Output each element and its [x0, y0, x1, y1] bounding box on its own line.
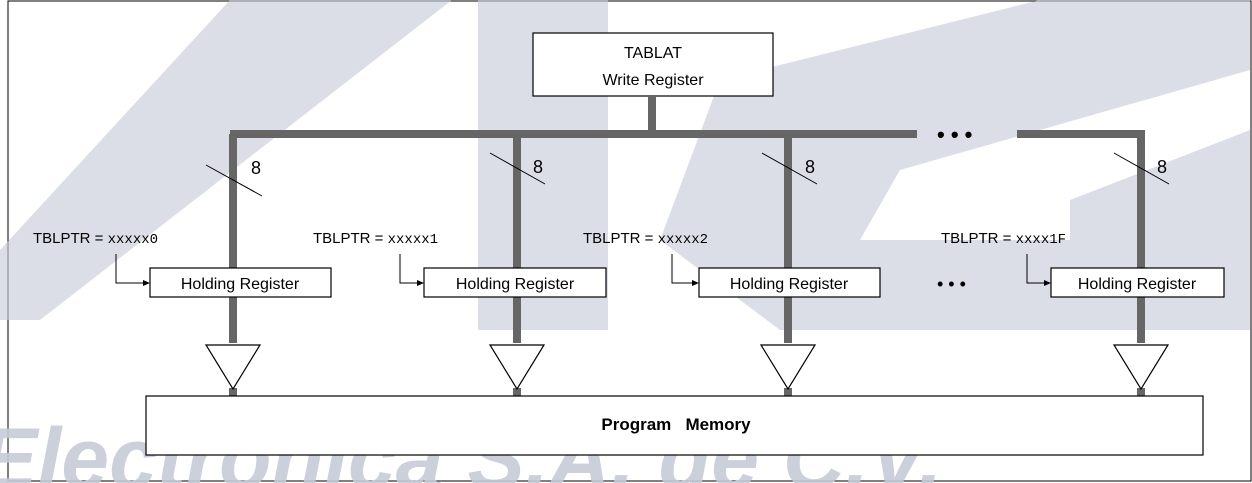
tblptr-label: TBLPTR = xxxx1F: [941, 230, 1066, 248]
write-buffers: [204, 344, 1170, 391]
holding-register: Holding Register: [149, 267, 332, 298]
holding-register-label: Holding Register: [1078, 276, 1197, 293]
bus-slash: [489, 152, 546, 185]
holding-register-label: Holding Register: [456, 276, 575, 293]
data-bus: [229, 96, 1145, 396]
holding-register: Holding Register: [1050, 267, 1225, 298]
tblptr-label: TBLPTR = xxxxx0: [33, 230, 158, 248]
holding-register: Holding Register: [698, 267, 881, 298]
bus-ellipsis: • • •: [937, 122, 972, 147]
tblptr-label: TBLPTR = xxxxx2: [583, 230, 708, 248]
bus-width-label: 8: [805, 157, 815, 177]
bus-slash: [761, 152, 818, 185]
pointer-arrowheads: [143, 280, 1051, 286]
bus-slash: [205, 164, 263, 197]
buffer-triangle: [204, 344, 262, 391]
holding-register-label: Holding Register: [181, 276, 300, 293]
bus-width-label: 8: [251, 158, 261, 178]
register-ellipsis: • • •: [937, 274, 966, 294]
tablat-write-register: TABLAT Write Register: [532, 32, 774, 97]
bus-width-label: 8: [533, 157, 543, 177]
buffer-triangle: [1112, 344, 1170, 391]
holding-register: Holding Register: [423, 267, 607, 298]
bus-width-label: 8: [1157, 157, 1167, 177]
buffer-triangle: [488, 344, 546, 391]
bus-width-slashes: [205, 152, 1170, 197]
tablat-sub-label: Write Register: [602, 72, 704, 89]
tablat-label: TABLAT: [624, 45, 682, 62]
pointer-arrows: [115, 254, 1047, 284]
bus-slash: [1113, 152, 1170, 185]
program-memory: Program Memory: [145, 395, 1204, 456]
holding-register-label: Holding Register: [730, 276, 849, 293]
program-memory-label: Program Memory: [601, 415, 751, 434]
tblptr-label: TBLPTR = xxxxx1: [313, 230, 438, 248]
buffer-triangle: [759, 344, 817, 391]
